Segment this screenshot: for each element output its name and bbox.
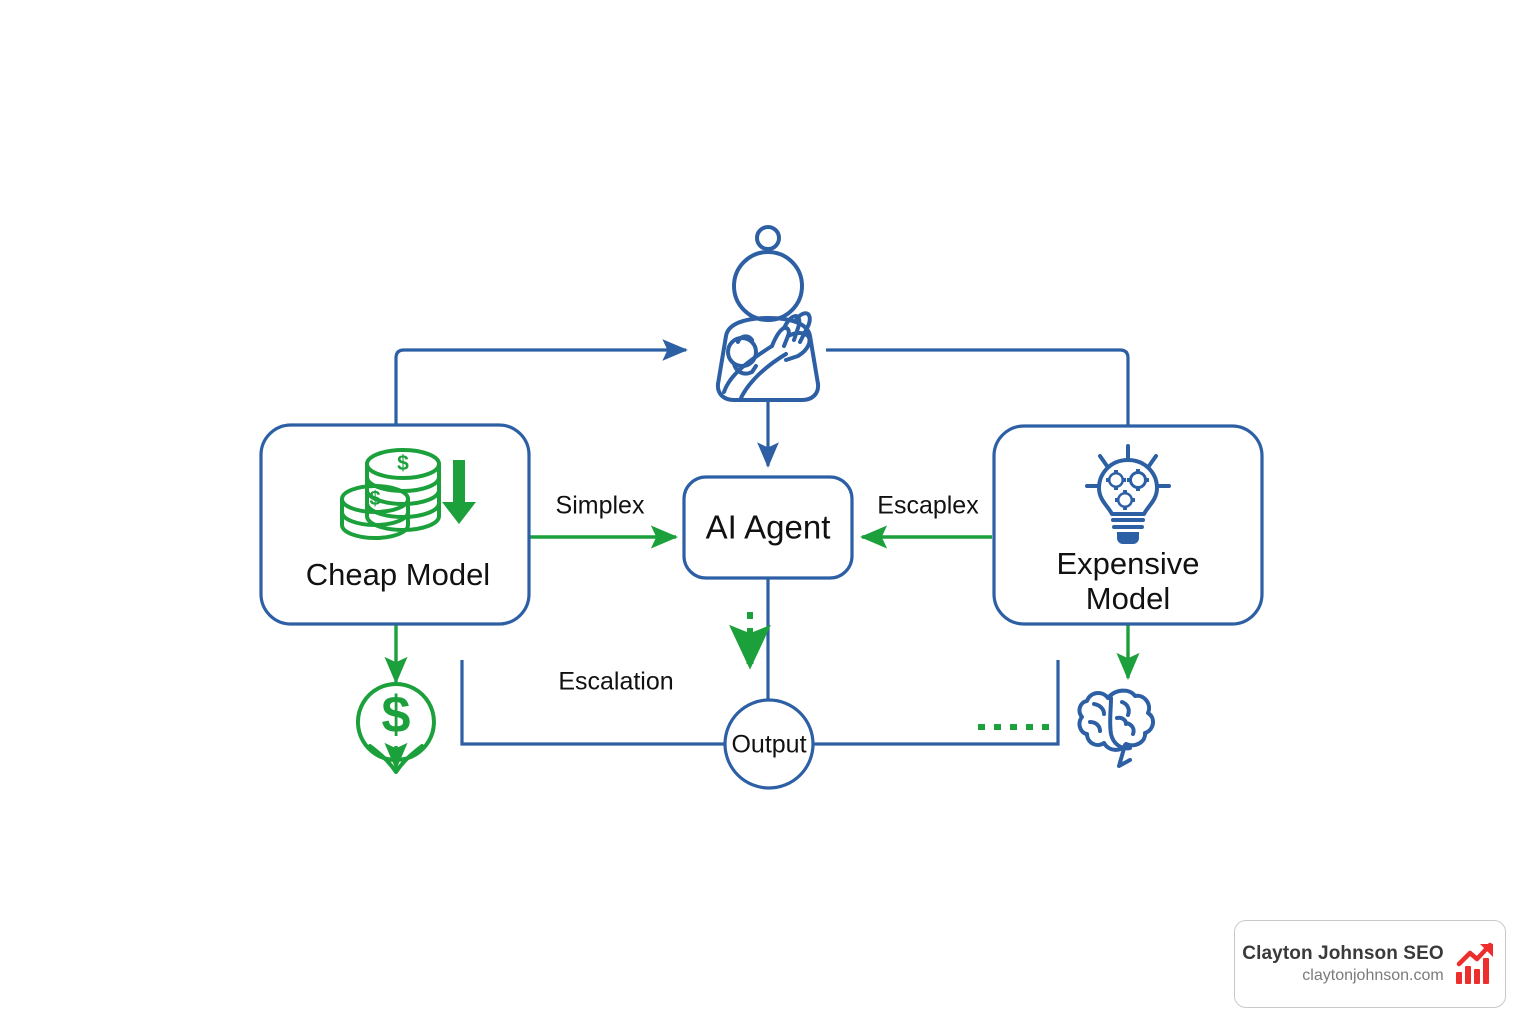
dollar-pin-down-icon: $ xyxy=(355,682,436,774)
coins-down-icon: $ $ xyxy=(340,448,476,540)
expensive-model-label-line2: Model xyxy=(1086,581,1170,616)
watermark-badge[interactable]: Clayton Johnson SEO claytonjohnson.com xyxy=(1234,920,1506,1008)
svg-text:$: $ xyxy=(397,452,409,475)
edge-label-escaplex: Escaplex xyxy=(877,492,979,520)
edge-escalation xyxy=(460,660,726,746)
edge-output-to-brain-rail xyxy=(812,660,1060,746)
node-cheap-model[interactable]: Cheap Model xyxy=(259,423,531,626)
lightbulb-gears-icon xyxy=(1085,444,1171,544)
badge-title: Clayton Johnson SEO xyxy=(1242,943,1444,965)
edge-label-escalation: Escalation xyxy=(558,668,673,696)
cheap-model-label: Cheap Model xyxy=(306,557,490,592)
brain-icon xyxy=(1077,688,1155,768)
output-label: Output xyxy=(731,731,806,759)
svg-text:$: $ xyxy=(382,686,411,744)
edge-user-to-expensive xyxy=(826,348,1130,426)
edge-label-simplex: Simplex xyxy=(556,492,645,520)
expensive-model-label-line1: Expensive xyxy=(1056,546,1199,581)
bar-chart-growth-icon xyxy=(1455,942,1493,984)
ai-agent-label: AI Agent xyxy=(706,509,831,546)
node-output[interactable]: Output xyxy=(723,698,815,790)
badge-url: claytonjohnson.com xyxy=(1302,966,1444,984)
edge-cheap-to-user xyxy=(394,339,688,425)
person-hand-icon xyxy=(715,225,821,402)
node-ai-agent[interactable]: AI Agent xyxy=(682,475,854,580)
svg-text:$: $ xyxy=(369,488,380,510)
